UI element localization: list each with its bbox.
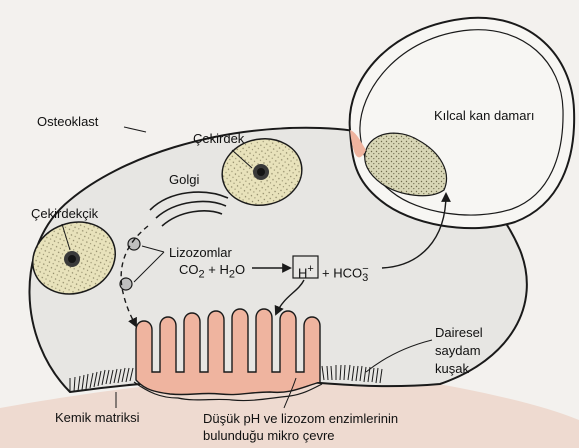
osteoclast-leader — [124, 127, 146, 132]
chemical-equation: CO2 + H2O — [179, 262, 245, 283]
label-nucleolus: Çekirdekçik — [31, 206, 98, 221]
label-capillary: Kılcal kan damarı — [434, 108, 534, 123]
label-sealing-zone: Dairesel saydam kuşak — [435, 324, 483, 378]
label-bone-matrix: Kemik matriksi — [55, 410, 140, 425]
label-nucleus-top: Çekirdek — [193, 131, 244, 146]
label-lysosomes: Lizozomlar — [169, 245, 232, 260]
label-osteoclast: Osteoklast — [37, 114, 98, 129]
proton-label: H+ — [298, 262, 314, 280]
label-golgi: Golgi — [169, 172, 199, 187]
bicarbonate-label: + HCO3− — [322, 262, 369, 286]
label-microenvironment: Düşük pH ve lizozom enzimlerinin bulundu… — [203, 410, 398, 444]
